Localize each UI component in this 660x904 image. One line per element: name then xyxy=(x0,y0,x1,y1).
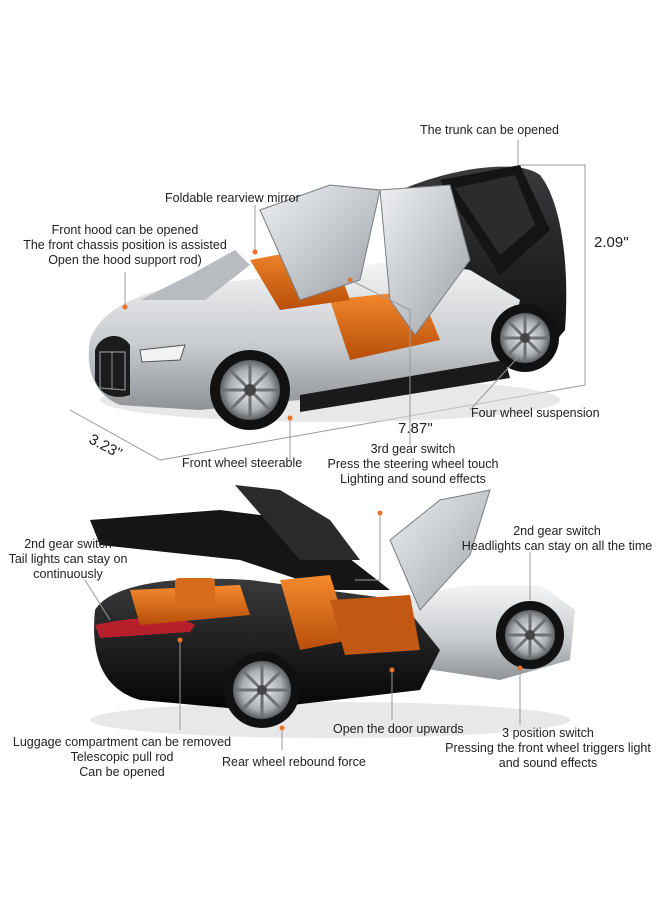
steerable-label: Front wheel steerable xyxy=(182,456,303,470)
taillights-line-3: continuously xyxy=(33,567,103,581)
taillights-line-1: 2nd gear switch xyxy=(24,537,112,551)
height-guide-line xyxy=(520,164,586,385)
luggage-line-3: Can be opened xyxy=(79,765,165,779)
headlights-label: 2nd gear switch Headlights can stay on a… xyxy=(454,524,660,554)
position3-line-1: 3 position switch xyxy=(502,726,594,740)
luggage-label: Luggage compartment can be removed Teles… xyxy=(8,735,236,780)
position3-line-2: Pressing the front wheel triggers light xyxy=(445,741,651,755)
raised-door xyxy=(389,489,491,611)
gear3-line-3: Lighting and sound effects xyxy=(340,472,486,486)
hood-label: Front hood can be opened The front chass… xyxy=(6,223,244,268)
gear3-label: 3rd gear switch Press the steering wheel… xyxy=(318,442,508,487)
hood-line-3: Open the hood support rod) xyxy=(48,253,202,267)
bottom-car xyxy=(84,485,575,750)
front-door xyxy=(259,184,381,301)
headlights-line-2: Headlights can stay on all the time xyxy=(461,539,653,553)
length-dimension: 7.87'' xyxy=(398,420,433,437)
hood-line-2: The front chassis position is assisted xyxy=(23,238,227,252)
width-guide-line xyxy=(69,409,161,461)
position3-line-3: and sound effects xyxy=(498,756,598,770)
taillights-line-2: Tail lights can stay on xyxy=(8,552,128,566)
position3-label: 3 position switch Pressing the front whe… xyxy=(438,726,658,771)
headlights-line-1: 2nd gear switch xyxy=(513,524,601,538)
top-car xyxy=(69,140,586,461)
mirror-label: Foldable rearview mirror xyxy=(165,191,300,205)
luggage-line-2: Telescopic pull rod xyxy=(70,750,174,764)
taillights-label: 2nd gear switch Tail lights can stay on … xyxy=(2,537,134,582)
gear3-line-2: Press the steering wheel touch xyxy=(327,457,499,471)
door-label: Open the door upwards xyxy=(333,722,464,736)
rebound-label: Rear wheel rebound force xyxy=(222,755,366,769)
suspension-label: Four wheel suspension xyxy=(471,406,600,420)
height-dimension: 2.09'' xyxy=(594,234,629,251)
trunk-label: The trunk can be opened xyxy=(420,123,559,137)
hood-line-1: Front hood can be opened xyxy=(51,223,199,237)
rear-door xyxy=(379,184,471,336)
luggage-line-1: Luggage compartment can be removed xyxy=(12,735,232,749)
gear3-line-1: 3rd gear switch xyxy=(370,442,456,456)
